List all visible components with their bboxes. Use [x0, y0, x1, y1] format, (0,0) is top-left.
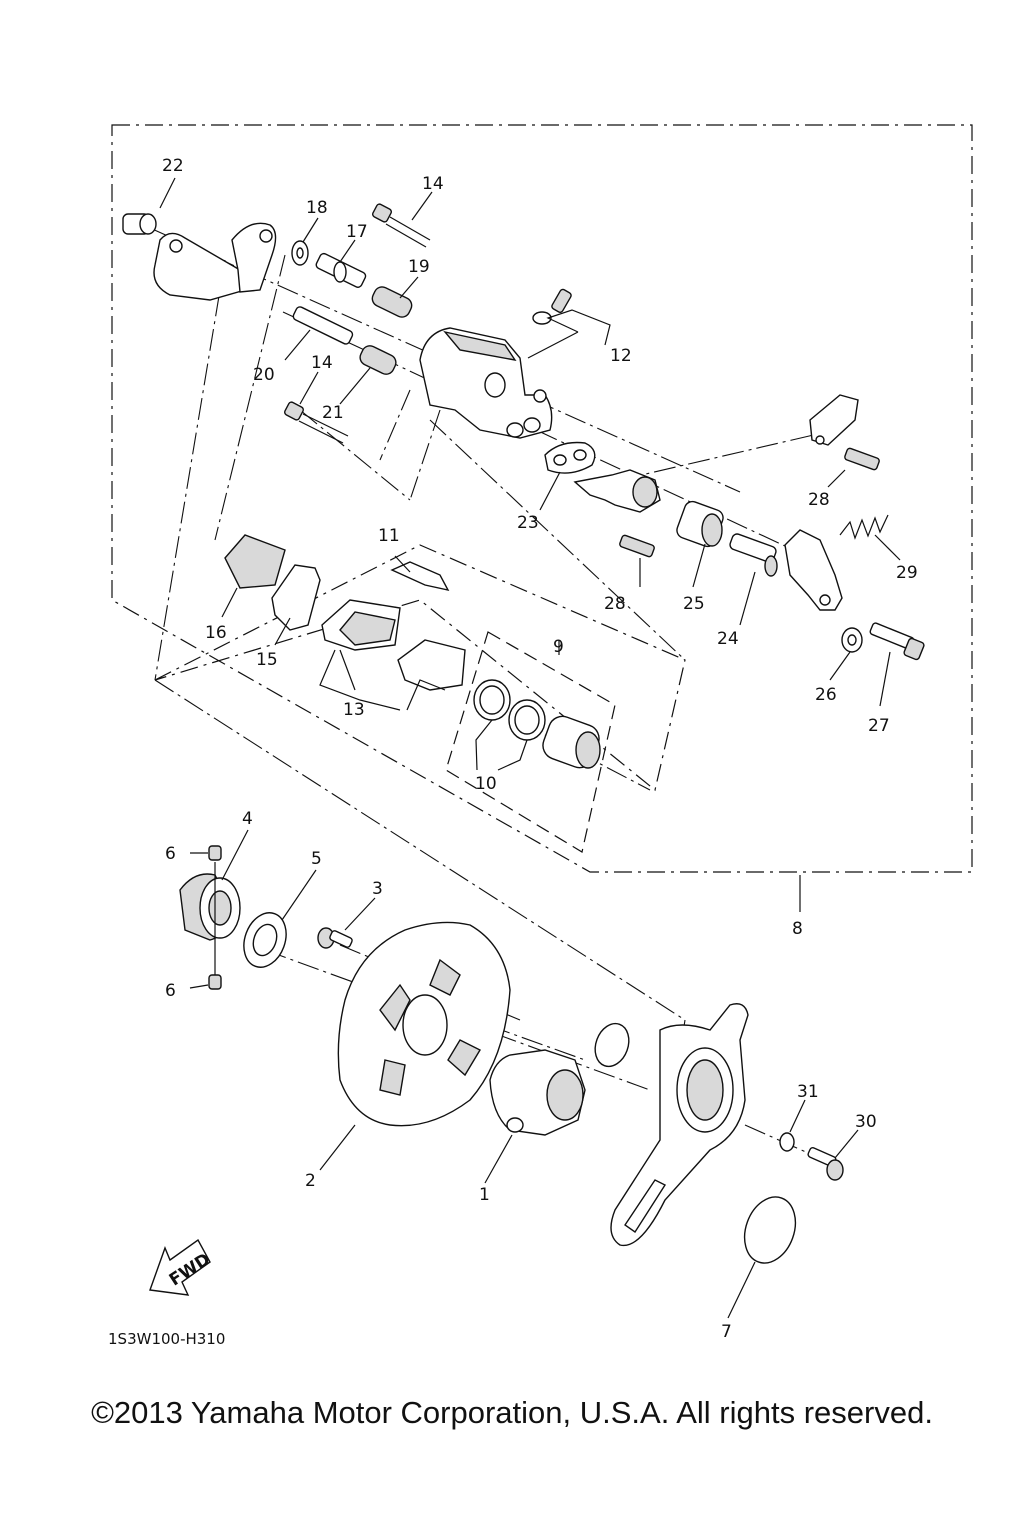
callout-15: 15: [256, 650, 278, 670]
part-23-gasket: [544, 441, 596, 474]
callout-14-lower: 14: [311, 353, 333, 373]
rear-bracket: [610, 1003, 749, 1247]
part-21-boot: [359, 345, 397, 375]
part-26-nut: [841, 627, 863, 653]
part-28-bolt-right: [844, 447, 880, 471]
hanger-body: [573, 469, 661, 513]
part-4-collar: [179, 873, 241, 941]
part-18-washer: [291, 240, 309, 266]
part-5-washer: [243, 912, 287, 968]
part-28-bolt-left: [619, 534, 655, 558]
callout-28-left: 28: [604, 594, 626, 614]
caliper-body: [419, 327, 553, 439]
callout-5: 5: [311, 849, 322, 869]
part-22-collar: [122, 213, 157, 235]
part-13-brake-pads: [321, 599, 466, 691]
piston: [542, 715, 601, 769]
o-ring: [594, 1022, 630, 1068]
part-16-shim: [224, 534, 286, 589]
callout-9: 9: [553, 637, 564, 657]
diagram-code: 1S3W100-H310: [108, 1330, 225, 1348]
callout-14-upper: 14: [422, 174, 444, 194]
part-31-washer: [779, 1132, 795, 1152]
part-20-pin: [292, 306, 354, 345]
part-19-boot: [371, 286, 413, 318]
part-11-pad-spring: [390, 561, 450, 592]
part-10-piston-seals: [473, 679, 546, 741]
callout-1: 1: [479, 1185, 490, 1205]
upper-bracket: [809, 394, 859, 446]
caliper-assembly-outline: [111, 124, 973, 873]
callout-31: 31: [797, 1082, 819, 1102]
callout-22: 22: [162, 156, 184, 176]
part-27-bolt: [869, 622, 925, 661]
callout-2: 2: [305, 1171, 316, 1191]
caliper-bracket-plate: [153, 222, 277, 301]
part-29-spring: [839, 514, 889, 540]
part-24-pin: [729, 533, 778, 577]
callout-10: 10: [475, 774, 497, 794]
callout-12: 12: [610, 346, 632, 366]
part-7-circlip: [743, 1196, 797, 1264]
part-30-bolt: [807, 1146, 844, 1181]
callout-6-lower: 6: [165, 981, 176, 1001]
part-14-bolt-upper: [372, 203, 431, 248]
part-6-screw-lower: [208, 974, 222, 990]
callout-3: 3: [372, 879, 383, 899]
part-15-shim-plate: [271, 564, 321, 631]
callout-17: 17: [346, 222, 368, 242]
part-1-hub: [489, 1049, 586, 1136]
callout-13: 13: [343, 700, 365, 720]
callout-29: 29: [896, 563, 918, 583]
callout-19: 19: [408, 257, 430, 277]
part-3-bolt: [317, 927, 353, 949]
callout-20: 20: [253, 365, 275, 385]
part-14-bolt-lower: [284, 401, 349, 444]
callout-25: 25: [683, 594, 705, 614]
callout-30: 30: [855, 1112, 877, 1132]
callout-4: 4: [242, 809, 253, 829]
callout-8: 8: [792, 919, 803, 939]
callout-28-right: 28: [808, 490, 830, 510]
callout-18: 18: [306, 198, 328, 218]
part-17-pin: [315, 252, 367, 288]
callout-24: 24: [717, 629, 739, 649]
callout-23: 23: [517, 513, 539, 533]
leader-lines: [159, 177, 901, 1319]
callout-27: 27: [868, 716, 890, 736]
callout-26: 26: [815, 685, 837, 705]
callout-16: 16: [205, 623, 227, 643]
part-12-bleed-screw: [532, 288, 572, 325]
callout-labels: 1 2 3 4 5 6 6 7 8 9 10 11 12 13 14 14 15…: [162, 156, 918, 1342]
forward-arrow-icon: FWD: [149, 1238, 214, 1296]
piston-kit-outline: [445, 631, 616, 853]
callout-6-upper: 6: [165, 844, 176, 864]
lower-bracket: [784, 529, 843, 611]
callout-21: 21: [322, 403, 344, 423]
part-6-screw-upper: [208, 845, 222, 861]
part-2-brake-disc: [337, 921, 511, 1127]
callout-11: 11: [378, 526, 400, 546]
part-25-roller: [676, 500, 724, 548]
copyright-notice: ©2013 Yamaha Motor Corporation, U.S.A. A…: [91, 1395, 933, 1430]
callout-7: 7: [721, 1322, 732, 1342]
